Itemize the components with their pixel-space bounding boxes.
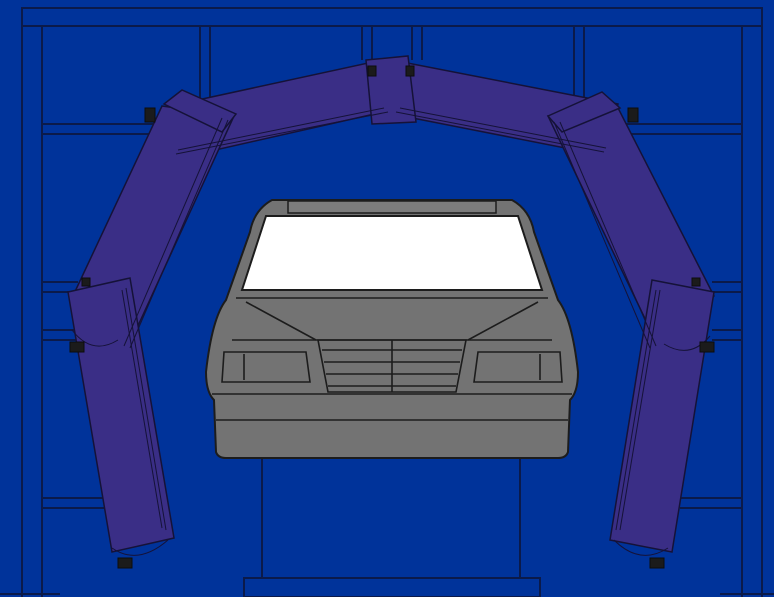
arm-upper-right-joint	[546, 91, 622, 133]
hose-upper-right-a	[559, 121, 657, 347]
arm-details	[71, 107, 711, 556]
hose-upper-right-b	[553, 121, 651, 349]
car-details	[212, 297, 572, 421]
arm-lower-left	[67, 277, 175, 553]
nozzle-icon-top-center-left	[367, 65, 377, 77]
arm-top-center-block	[365, 55, 417, 125]
hood-crease-left	[245, 301, 317, 341]
nozzle-icon-mid-right	[699, 341, 715, 353]
headlight-right	[473, 351, 563, 383]
joint-arc-right	[663, 335, 711, 351]
hose-top-right-b	[399, 107, 607, 149]
top-beam	[21, 7, 763, 27]
nozzle-icon-mid-left	[69, 341, 85, 353]
nozzle-icon-joint-right	[691, 277, 701, 287]
windshield	[240, 215, 544, 291]
booth-frame	[0, 7, 774, 597]
hose-top-right-a	[395, 111, 605, 153]
headlight-left	[221, 351, 311, 383]
grille	[317, 339, 467, 393]
hose-upper-left-a	[123, 117, 223, 347]
hose-top-left-b	[177, 107, 385, 151]
nozzle-icon-joint-left	[81, 277, 91, 287]
nozzle-icon-bottom-left	[117, 557, 133, 569]
floor-base	[243, 577, 541, 597]
robot-arms	[67, 55, 715, 553]
hose-lower-left-b	[125, 287, 167, 531]
nozzle-icon-bottom-right	[649, 557, 665, 569]
hose-lower-left-a	[121, 289, 163, 529]
arm-lower-right	[609, 279, 715, 553]
hose-lower-right-a	[619, 289, 661, 531]
nozzle-icon-top-center-right	[405, 65, 415, 77]
nozzle-icon-top-right	[627, 107, 639, 123]
roof-strip	[287, 200, 497, 214]
joint-arc-bottom-left	[111, 539, 169, 556]
joint-arc-bottom-right	[613, 539, 669, 556]
hood-crease-right	[467, 301, 539, 341]
arm-upper-left-joint	[162, 89, 238, 133]
hose-lower-right-b	[615, 289, 657, 531]
spray-nozzles	[69, 65, 715, 569]
car-body	[204, 199, 580, 459]
hose-top-left-a	[175, 111, 389, 155]
joint-arc-left	[71, 329, 119, 347]
nozzle-icon-top-left	[144, 107, 156, 123]
hose-upper-left-b	[129, 119, 229, 349]
